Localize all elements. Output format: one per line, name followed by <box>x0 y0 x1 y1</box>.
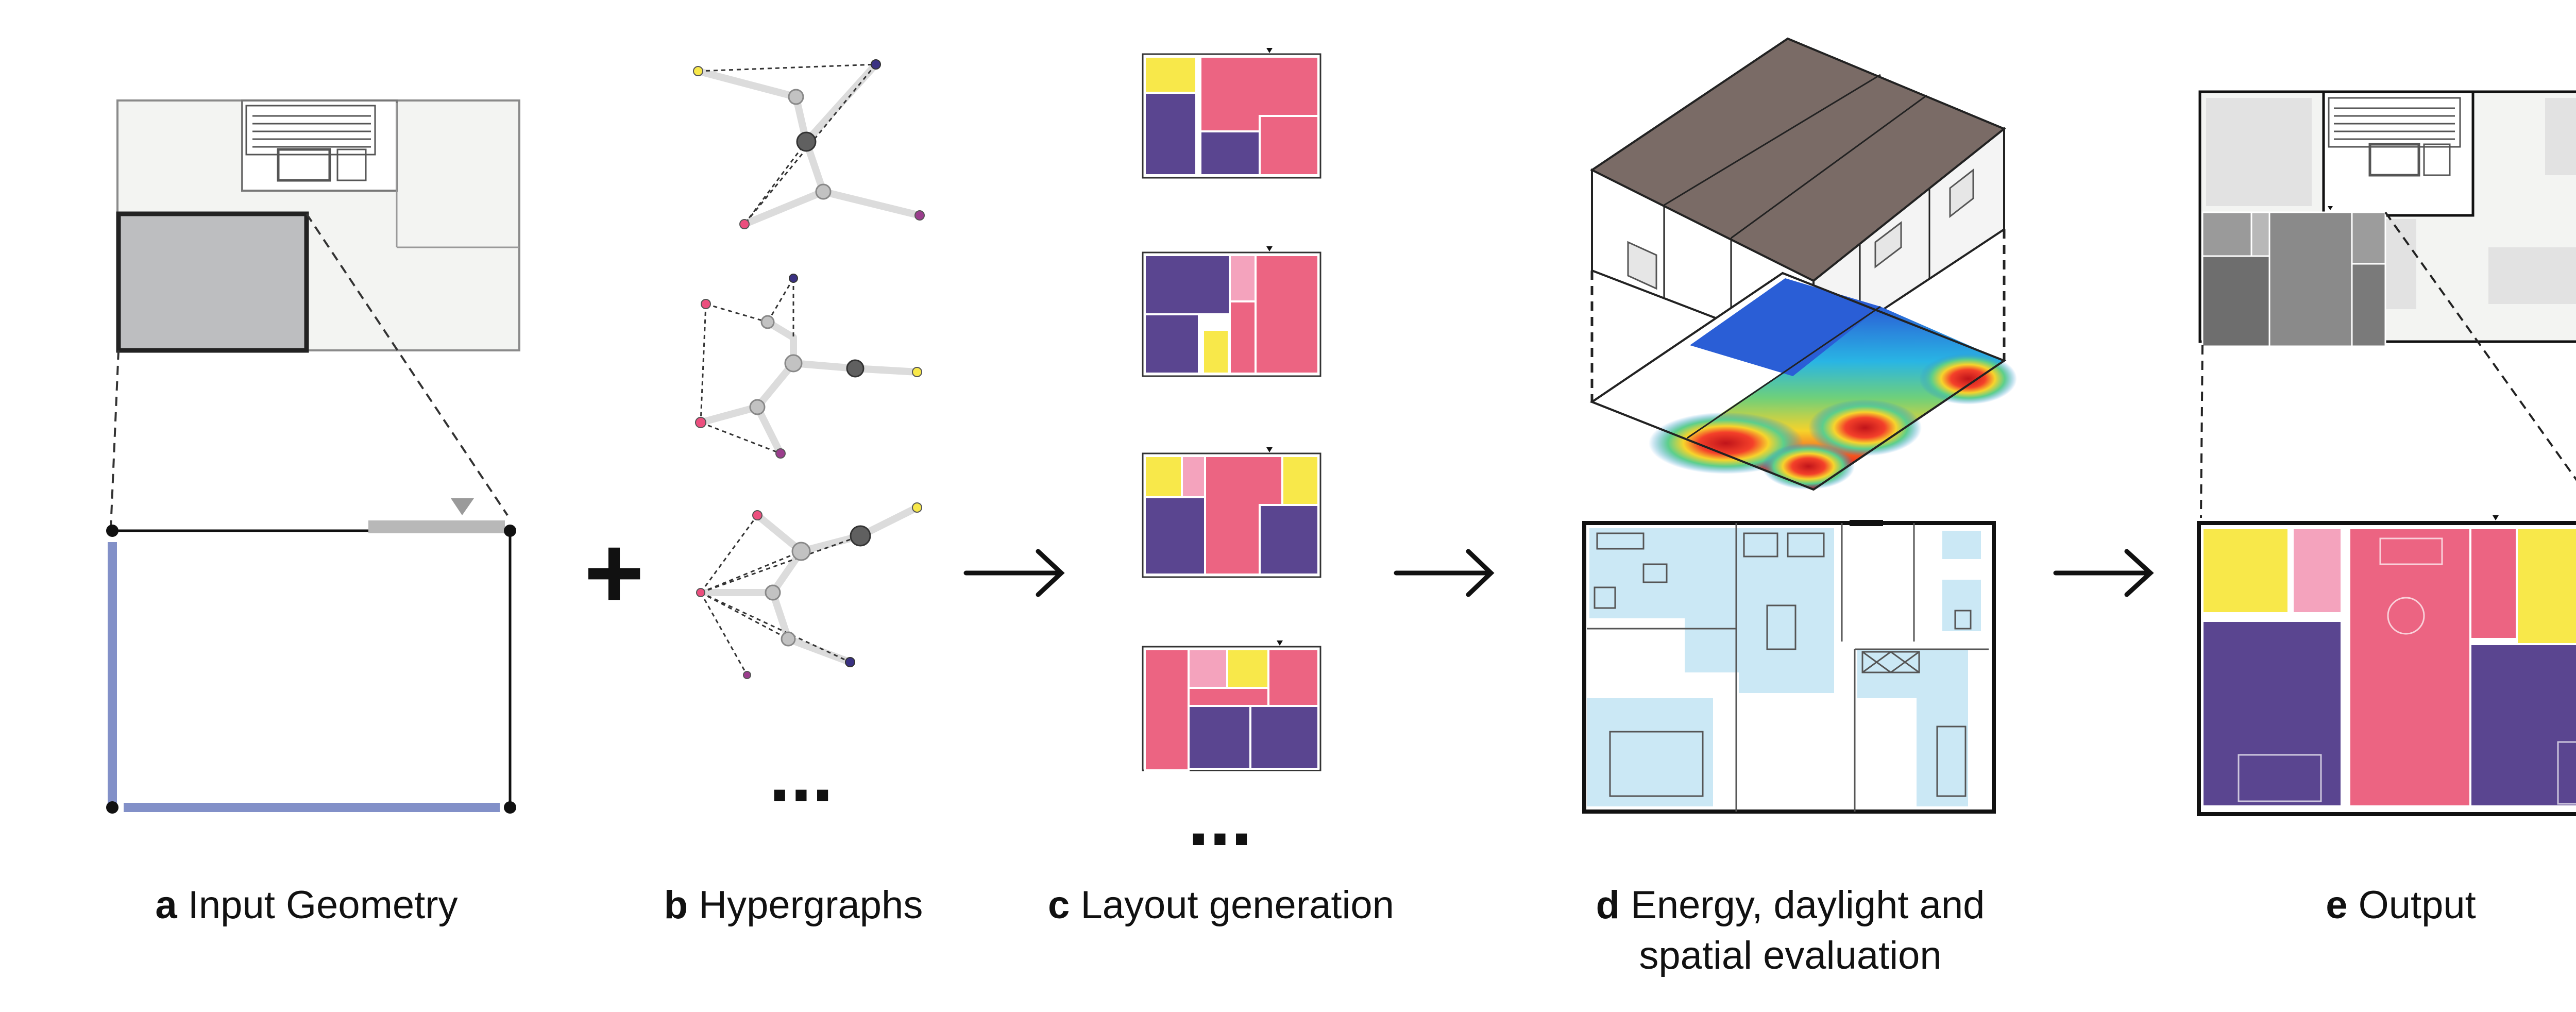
ellipsis-layouts: ... <box>1188 775 1252 862</box>
daylight-heatmap <box>1589 272 2017 491</box>
caption-c-letter: c <box>1048 883 1070 927</box>
entrance-edge <box>368 520 505 533</box>
output-unit-greyscale <box>2201 211 2386 347</box>
output-site-plan <box>2198 90 2576 347</box>
arrow-b-to-c <box>963 549 1065 597</box>
panel-d-evaluation <box>1582 37 2017 814</box>
caption-c: c Layout generation <box>1020 880 1422 931</box>
input-boundary <box>106 498 516 814</box>
caption-a-text: Input Geometry <box>188 883 458 927</box>
caption-e-text: Output <box>2358 883 2476 927</box>
arrow-c-to-d <box>1394 549 1495 597</box>
ellipsis-hypergraphs: ... <box>769 731 833 818</box>
output-layout <box>2197 515 2576 816</box>
panel-b-hypergraphs: ... <box>693 59 925 818</box>
caption-b-text: Hypergraphs <box>699 883 923 927</box>
plus-symbol: + <box>584 515 645 630</box>
zoom-lines-e <box>2200 211 2576 518</box>
caption-d-text: Energy, daylight and <box>1631 883 1985 927</box>
caption-e-letter: e <box>2326 883 2348 927</box>
zoom-lines-d <box>1590 229 2006 402</box>
caption-d-text-line2: spatial evaluation <box>1639 934 1942 977</box>
hypergraph-3 <box>696 502 922 679</box>
site-plan <box>116 99 520 353</box>
caption-d-letter: d <box>1596 883 1620 927</box>
arrows <box>963 549 2154 597</box>
layout-option-3 <box>1142 447 1321 578</box>
layout-option-1 <box>1142 48 1321 179</box>
zoom-lines <box>110 213 509 529</box>
hypergraph-1 <box>693 59 925 229</box>
selected-unit <box>116 211 309 353</box>
caption-c-text: Layout generation <box>1080 883 1394 927</box>
caption-d: d Energy, daylight and spatial evaluatio… <box>1551 880 2030 981</box>
panel-e-output <box>2197 90 2576 816</box>
hypergraph-2 <box>695 274 922 459</box>
caption-b-letter: b <box>664 883 688 927</box>
caption-a-letter: a <box>155 883 177 927</box>
caption-a: a Input Geometry <box>129 880 484 931</box>
layout-option-2 <box>1142 246 1321 377</box>
spatial-eval-plan <box>1582 520 1996 814</box>
caption-e: e Output <box>2257 880 2545 931</box>
layout-option-4 <box>1142 640 1321 771</box>
panel-a-input-geometry <box>106 99 520 814</box>
panel-c-layout-generation: ... <box>1142 48 1321 862</box>
arrow-d-to-e <box>2053 549 2154 597</box>
stair-core <box>245 105 376 182</box>
caption-b: b Hypergraphs <box>623 880 963 931</box>
entrance-marker <box>451 498 474 515</box>
